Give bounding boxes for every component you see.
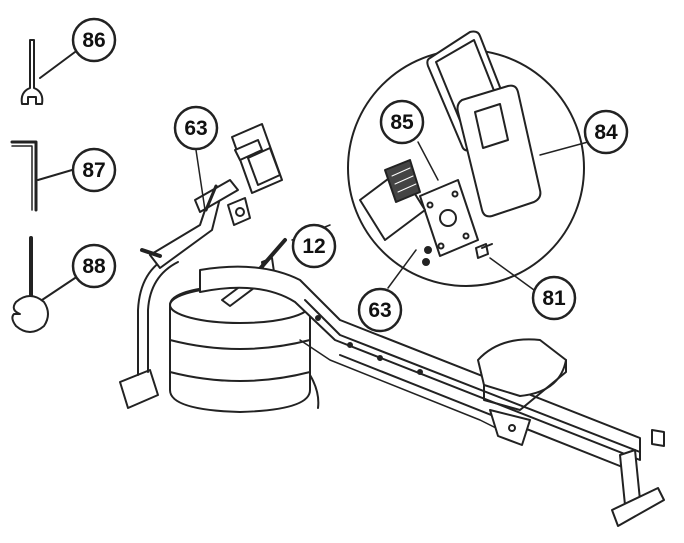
svg-text:85: 85	[390, 111, 414, 134]
rear-stabilizer	[611, 429, 665, 527]
rowing-machine	[119, 123, 665, 527]
callout-85: 85	[379, 99, 425, 145]
callout-84: 84	[583, 109, 629, 155]
svg-text:88: 88	[82, 255, 106, 278]
callout-87: 87	[71, 147, 117, 193]
callout-88: 88	[71, 243, 117, 289]
svg-text:87: 87	[82, 159, 105, 182]
wrench-icon	[20, 39, 44, 105]
svg-text:84: 84	[594, 121, 618, 144]
water-tank	[169, 284, 311, 413]
svg-text:63: 63	[368, 299, 391, 322]
monitor-84	[456, 84, 542, 218]
mounting-plate-85	[419, 179, 479, 257]
allen-key-icon	[10, 140, 38, 212]
monitor-small	[227, 123, 283, 226]
seat	[477, 338, 567, 446]
callout-86: 86	[71, 17, 117, 63]
svg-text:63: 63	[184, 117, 207, 140]
svg-text:86: 86	[82, 29, 105, 52]
screwdriver-icon	[11, 236, 49, 333]
callout-63-top: 63	[173, 105, 219, 151]
callout-12: 12	[291, 223, 337, 269]
callout-81: 81	[531, 275, 577, 321]
bolts	[422, 243, 493, 266]
callout-63-bottom: 63	[357, 287, 403, 333]
front-stabilizer	[119, 255, 179, 409]
svg-text:81: 81	[542, 287, 566, 310]
detail-zoom	[347, 30, 585, 287]
svg-text:12: 12	[302, 235, 325, 258]
arm-tube-12	[359, 159, 426, 241]
front-tower	[140, 179, 239, 269]
